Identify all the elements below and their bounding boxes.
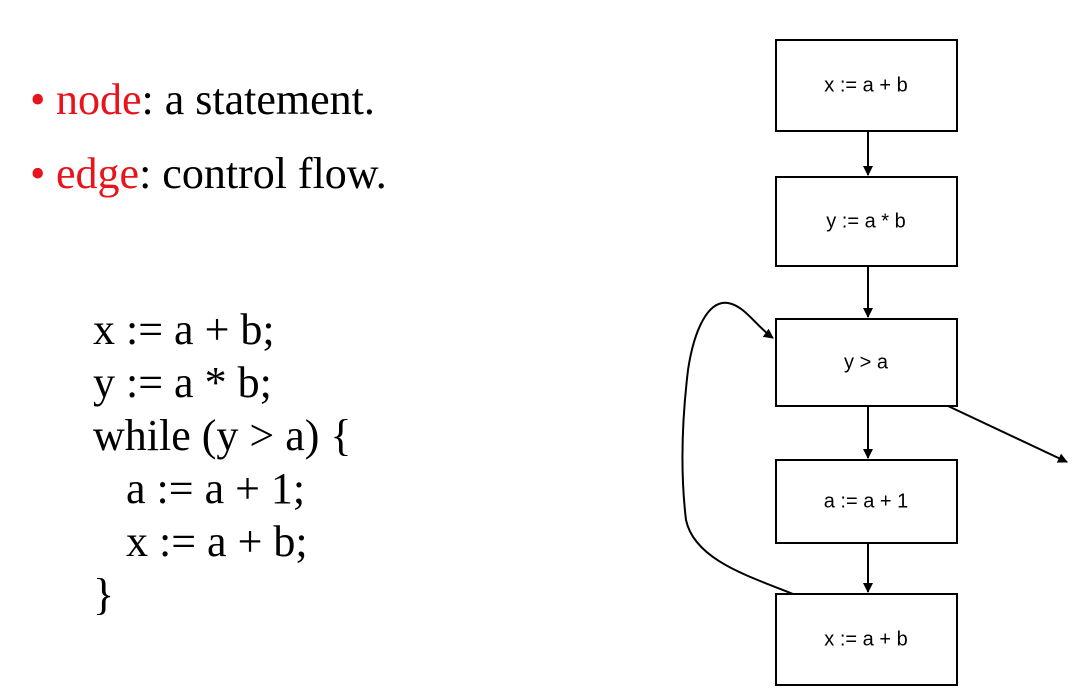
code-line: y := a * b; [93, 358, 272, 407]
node-label: x := a + b [824, 74, 907, 96]
node-label: y > a [844, 351, 889, 373]
code-line: while (y > a) { [93, 411, 352, 460]
exit-edge-arrow [947, 405, 1068, 463]
cfg-node: x := a + b [775, 593, 958, 686]
node-label: x := a + b [824, 628, 907, 650]
bullet-term: edge [56, 149, 140, 198]
cfg-node: a := a + 1 [775, 459, 958, 544]
code-line: x := a + b; [93, 517, 308, 566]
bullet-marker: • [30, 149, 46, 198]
bullet-text: edge: control flow. [56, 149, 387, 199]
bullet-marker: • [30, 75, 46, 124]
cfg-node: y := a * b [775, 176, 958, 267]
bullet-description: : a statement. [141, 75, 375, 124]
node-label: a := a + 1 [824, 490, 909, 512]
back-edge-arrow [681, 301, 799, 597]
code-line: } [93, 570, 115, 619]
bullet-description: : control flow. [139, 149, 387, 198]
cfg-node: x := a + b [775, 39, 958, 132]
code-listing: x := a + b; y := a * b; while (y > a) { … [93, 303, 352, 621]
code-line: a := a + 1; [93, 464, 306, 513]
code-line: x := a + b; [93, 305, 275, 354]
cfg-edges [681, 131, 1068, 597]
cfg-node: y > a [775, 318, 958, 407]
node-label: y := a * b [826, 210, 906, 232]
bullet-text: node: a statement. [56, 75, 375, 125]
bullet-term: node [56, 75, 142, 124]
